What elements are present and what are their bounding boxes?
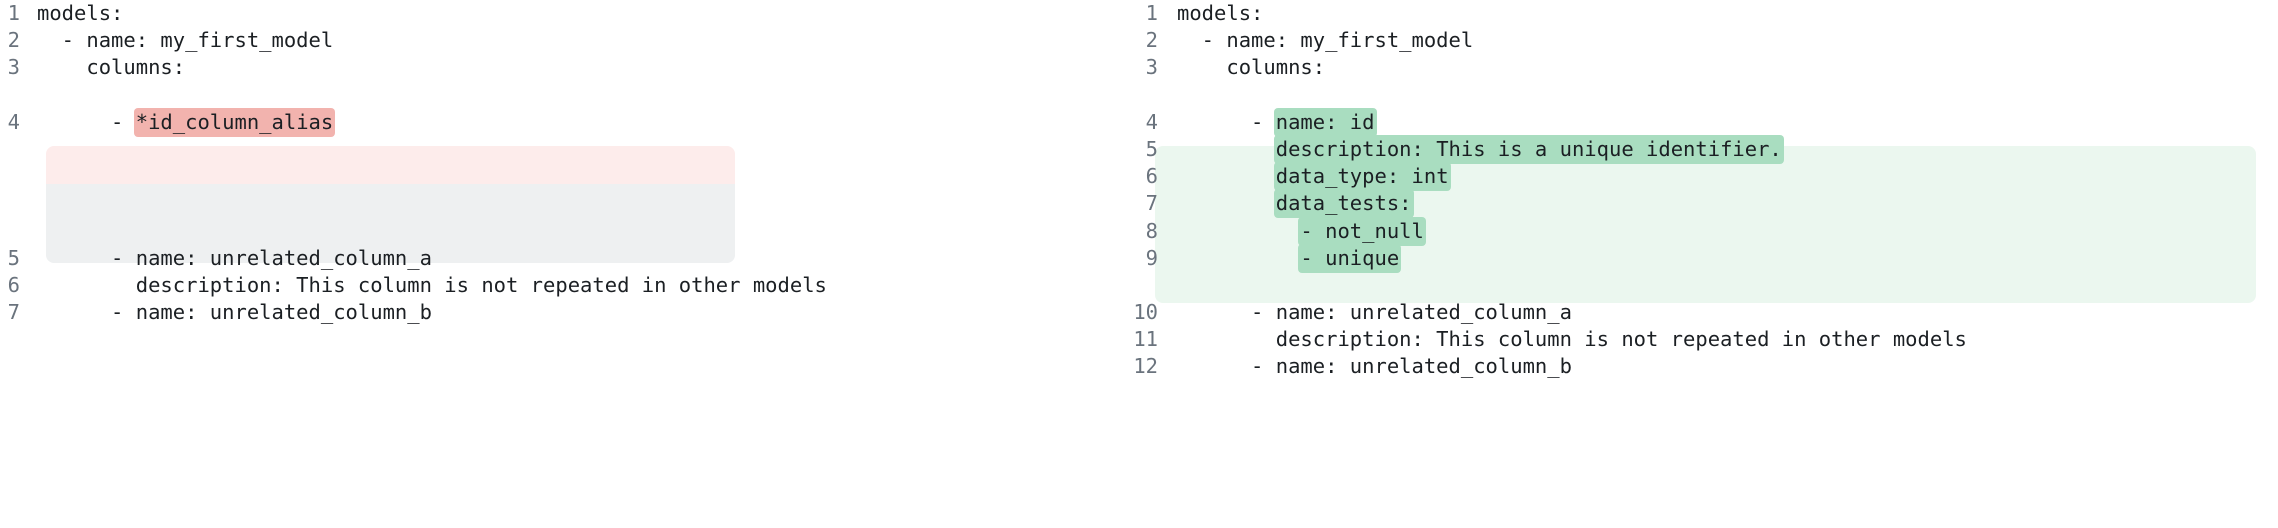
line-gap <box>1139 272 2278 299</box>
code-line[interactable]: 6 description: This column is not repeat… <box>0 272 1139 299</box>
line-content: columns: <box>37 55 186 80</box>
line-number: 6 <box>1145 164 1158 189</box>
line-content: - name: unrelated_column_a <box>37 245 432 270</box>
line-content: description: This column is not repeated… <box>1177 327 1967 352</box>
line-number: 7 <box>7 300 20 325</box>
line-number: 1 <box>7 1 20 25</box>
line-content: columns: <box>1177 55 1326 80</box>
line-gap <box>0 136 1139 163</box>
code-line[interactable]: 5 - name: unrelated_column_a <box>0 245 1139 272</box>
code-line[interactable]: 10 - name: unrelated_column_a <box>1133 299 2278 326</box>
line-indent <box>1177 137 1276 161</box>
line-content: data_tests: <box>1177 189 1414 219</box>
code-line[interactable]: 11 description: This column is not repea… <box>1133 326 2278 353</box>
line-number: 6 <box>7 272 20 297</box>
code-line[interactable]: 12 - name: unrelated_column_b <box>1133 353 2278 380</box>
added-token: name: id <box>1273 107 1377 137</box>
code-line-added[interactable]: 7 data_tests: <box>1139 189 2278 219</box>
line-indent <box>1177 246 1300 270</box>
line-number: 4 <box>1145 109 1158 134</box>
line-content: - name: unrelated_column_a <box>1177 300 1572 325</box>
line-indent: - <box>37 109 136 134</box>
line-number: 5 <box>1145 136 1158 161</box>
line-content: description: This is a unique identifier… <box>1177 134 1784 164</box>
line-content: - name: my_first_model <box>37 28 334 53</box>
line-number: 10 <box>1133 300 1158 325</box>
line-content: - not_null <box>1177 216 1426 246</box>
code-line[interactable]: 3 columns: <box>0 54 1139 81</box>
line-number: 5 <box>7 245 20 270</box>
code-line-added[interactable]: 6 data_type: int <box>1139 162 2278 192</box>
line-content: description: This column is not repeated… <box>37 272 827 297</box>
code-pane-after: 1 models: 2 - name: my_first_model 3 col… <box>1133 0 2278 528</box>
line-gap <box>0 82 1139 109</box>
line-number: 11 <box>1133 327 1158 352</box>
added-token: - not_null <box>1298 216 1426 246</box>
line-number: 4 <box>7 109 20 134</box>
line-gap <box>1139 82 2278 109</box>
line-number: 2 <box>7 28 20 53</box>
line-number: 12 <box>1133 354 1158 379</box>
added-token: data_tests: <box>1273 189 1414 219</box>
code-line-added[interactable]: 4 - name: id <box>1139 107 2278 137</box>
line-content: - name: id <box>1177 107 1377 137</box>
added-token: data_type: int <box>1273 162 1451 192</box>
line-content: data_type: int <box>1177 162 1451 192</box>
line-content: - *id_column_alias <box>37 107 336 137</box>
code-line[interactable]: 2 - name: my_first_model <box>1139 27 2278 54</box>
line-indent <box>1177 164 1276 188</box>
code-line-added[interactable]: 8 - not_null <box>1139 216 2278 246</box>
line-indent: - <box>1177 109 1276 134</box>
removed-token: *id_column_alias <box>133 107 336 137</box>
line-number: 3 <box>7 55 20 80</box>
line-number: 1 <box>1145 1 1158 25</box>
line-content: - name: unrelated_column_b <box>37 300 432 325</box>
code-line[interactable]: 3 columns: <box>1139 54 2278 81</box>
code-lines-after: 1 models: 2 - name: my_first_model 3 col… <box>1133 0 2278 381</box>
line-gap <box>0 218 1139 245</box>
line-gap <box>0 190 1139 217</box>
line-indent <box>1177 191 1276 215</box>
line-number: 8 <box>1145 218 1158 243</box>
line-indent <box>1177 219 1300 243</box>
line-number: 3 <box>1145 55 1158 80</box>
line-content: - name: my_first_model <box>1177 28 1474 53</box>
code-line[interactable]: 2 - name: my_first_model <box>0 27 1139 54</box>
line-content: models: <box>1177 1 1264 25</box>
collapsed-placeholder-block <box>46 184 735 263</box>
code-pane-before: 1 models: 2 - name: my_first_model 3 col… <box>0 0 1139 326</box>
line-content: - unique <box>1177 243 1402 273</box>
line-gap <box>0 163 1139 190</box>
added-token: description: This is a unique identifier… <box>1273 134 1784 164</box>
code-line-added[interactable]: 9 - unique <box>1139 243 2278 273</box>
code-line[interactable]: 7 - name: unrelated_column_b <box>0 299 1139 326</box>
line-content: models: <box>37 1 124 25</box>
code-line[interactable]: 1 models: <box>0 0 1139 27</box>
code-line[interactable]: 1 models: <box>1139 0 2278 27</box>
code-line-added[interactable]: 5 description: This is a unique identifi… <box>1139 134 2278 164</box>
line-number: 9 <box>1145 245 1158 270</box>
code-line-removed[interactable]: 4 - *id_column_alias <box>0 107 1139 137</box>
code-lines-before: 1 models: 2 - name: my_first_model 3 col… <box>0 0 1139 326</box>
added-token: - unique <box>1298 243 1402 273</box>
line-number: 2 <box>1145 28 1158 53</box>
line-content: - name: unrelated_column_b <box>1177 354 1572 379</box>
removed-line-highlight <box>46 146 735 184</box>
line-number: 7 <box>1145 191 1158 216</box>
